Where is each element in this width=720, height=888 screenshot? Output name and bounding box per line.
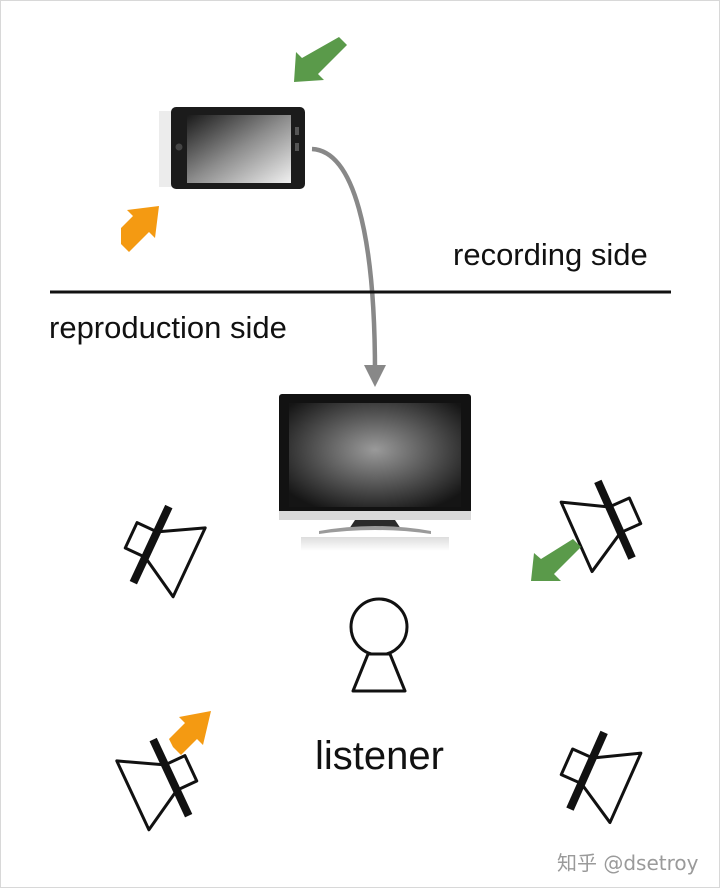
orange-arrow-speaker — [169, 711, 211, 755]
speaker-rear-left — [115, 737, 199, 832]
green-arrow-incoming-top — [294, 37, 347, 82]
reproduction-side-label: reproduction side — [49, 310, 287, 345]
green-arrow-speaker — [531, 539, 581, 581]
flow-arrow — [311, 146, 378, 374]
listener-figure — [349, 597, 409, 693]
speaker-rear-right — [559, 730, 643, 825]
watermark: 知乎 @dsetroy — [557, 851, 699, 875]
orange-arrow-tablet — [121, 206, 159, 252]
speaker-front-left — [123, 504, 207, 599]
flow-arrow-head — [364, 365, 386, 387]
tv-monitor — [279, 394, 471, 551]
speaker-front-right — [559, 479, 643, 574]
tablet-device — [159, 107, 305, 189]
listener-label: listener — [315, 734, 444, 778]
recording-side-label: recording side — [453, 237, 648, 272]
